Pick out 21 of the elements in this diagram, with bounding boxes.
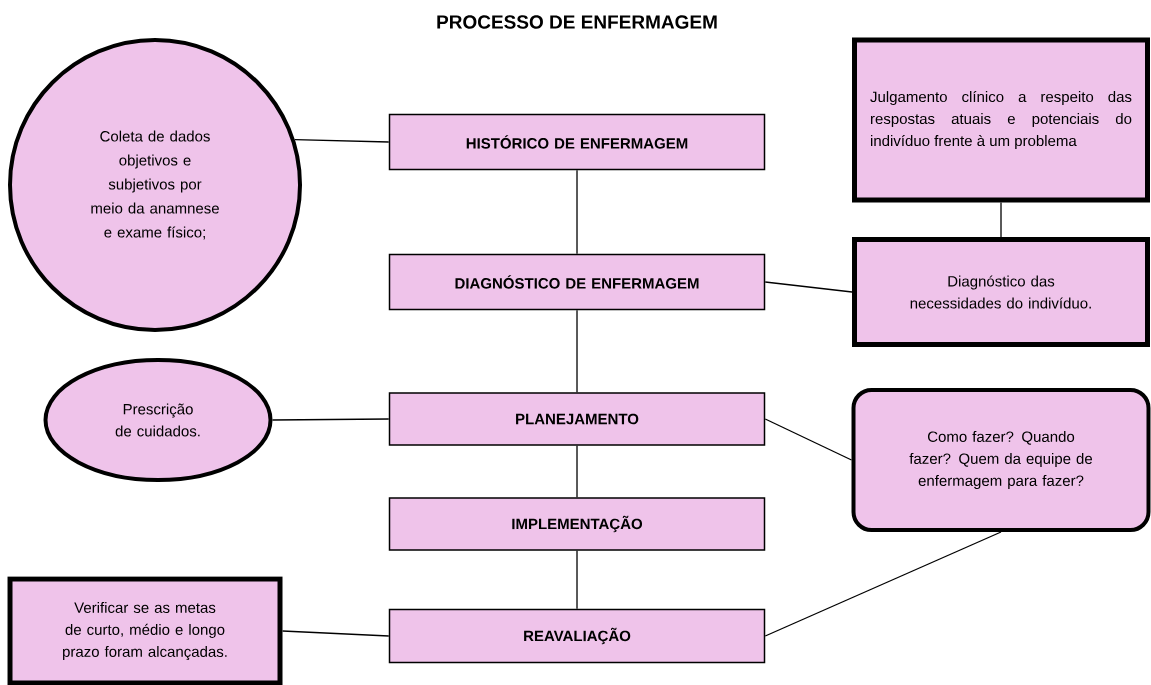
title: PROCESSO DE ENFERMAGEM bbox=[437, 15, 717, 29]
note-box: Diagnóstico das necessidades do indivíduo. bbox=[852, 237, 1150, 347]
connector-line bbox=[576, 309, 578, 393]
note-box: Como fazer? Quando fazer? Quem da equipe de enfermagem para fazer? bbox=[851, 388, 1151, 532]
connector-line bbox=[294, 138, 390, 143]
process-box: REAVALIAÇÃO bbox=[388, 608, 766, 664]
connector-line bbox=[764, 281, 853, 293]
process-box: DIAGNÓSTICO DE ENFERMAGEM bbox=[388, 253, 766, 311]
connector-line bbox=[764, 531, 1002, 637]
connector-line bbox=[271, 418, 390, 421]
note-box: Julgamento clínico a respeito das respostas atuais e potenciais do indivíduo frente à um problema bbox=[852, 37, 1150, 203]
connector-line bbox=[281, 630, 390, 637]
note-box: Verificar se as metas de curto, médio e longo prazo foram alcançadas. bbox=[7, 576, 283, 685]
process-box: PLANEJAMENTO bbox=[388, 392, 766, 446]
connector-line bbox=[576, 169, 578, 255]
connector-line bbox=[576, 445, 578, 498]
process-box: HISTÓRICO DE ENFERMAGEM bbox=[388, 113, 766, 171]
connector-line bbox=[576, 550, 578, 610]
connector-line bbox=[764, 418, 853, 461]
connector-line bbox=[1000, 201, 1002, 238]
process-box: IMPLEMENTAÇÃO bbox=[388, 497, 766, 551]
